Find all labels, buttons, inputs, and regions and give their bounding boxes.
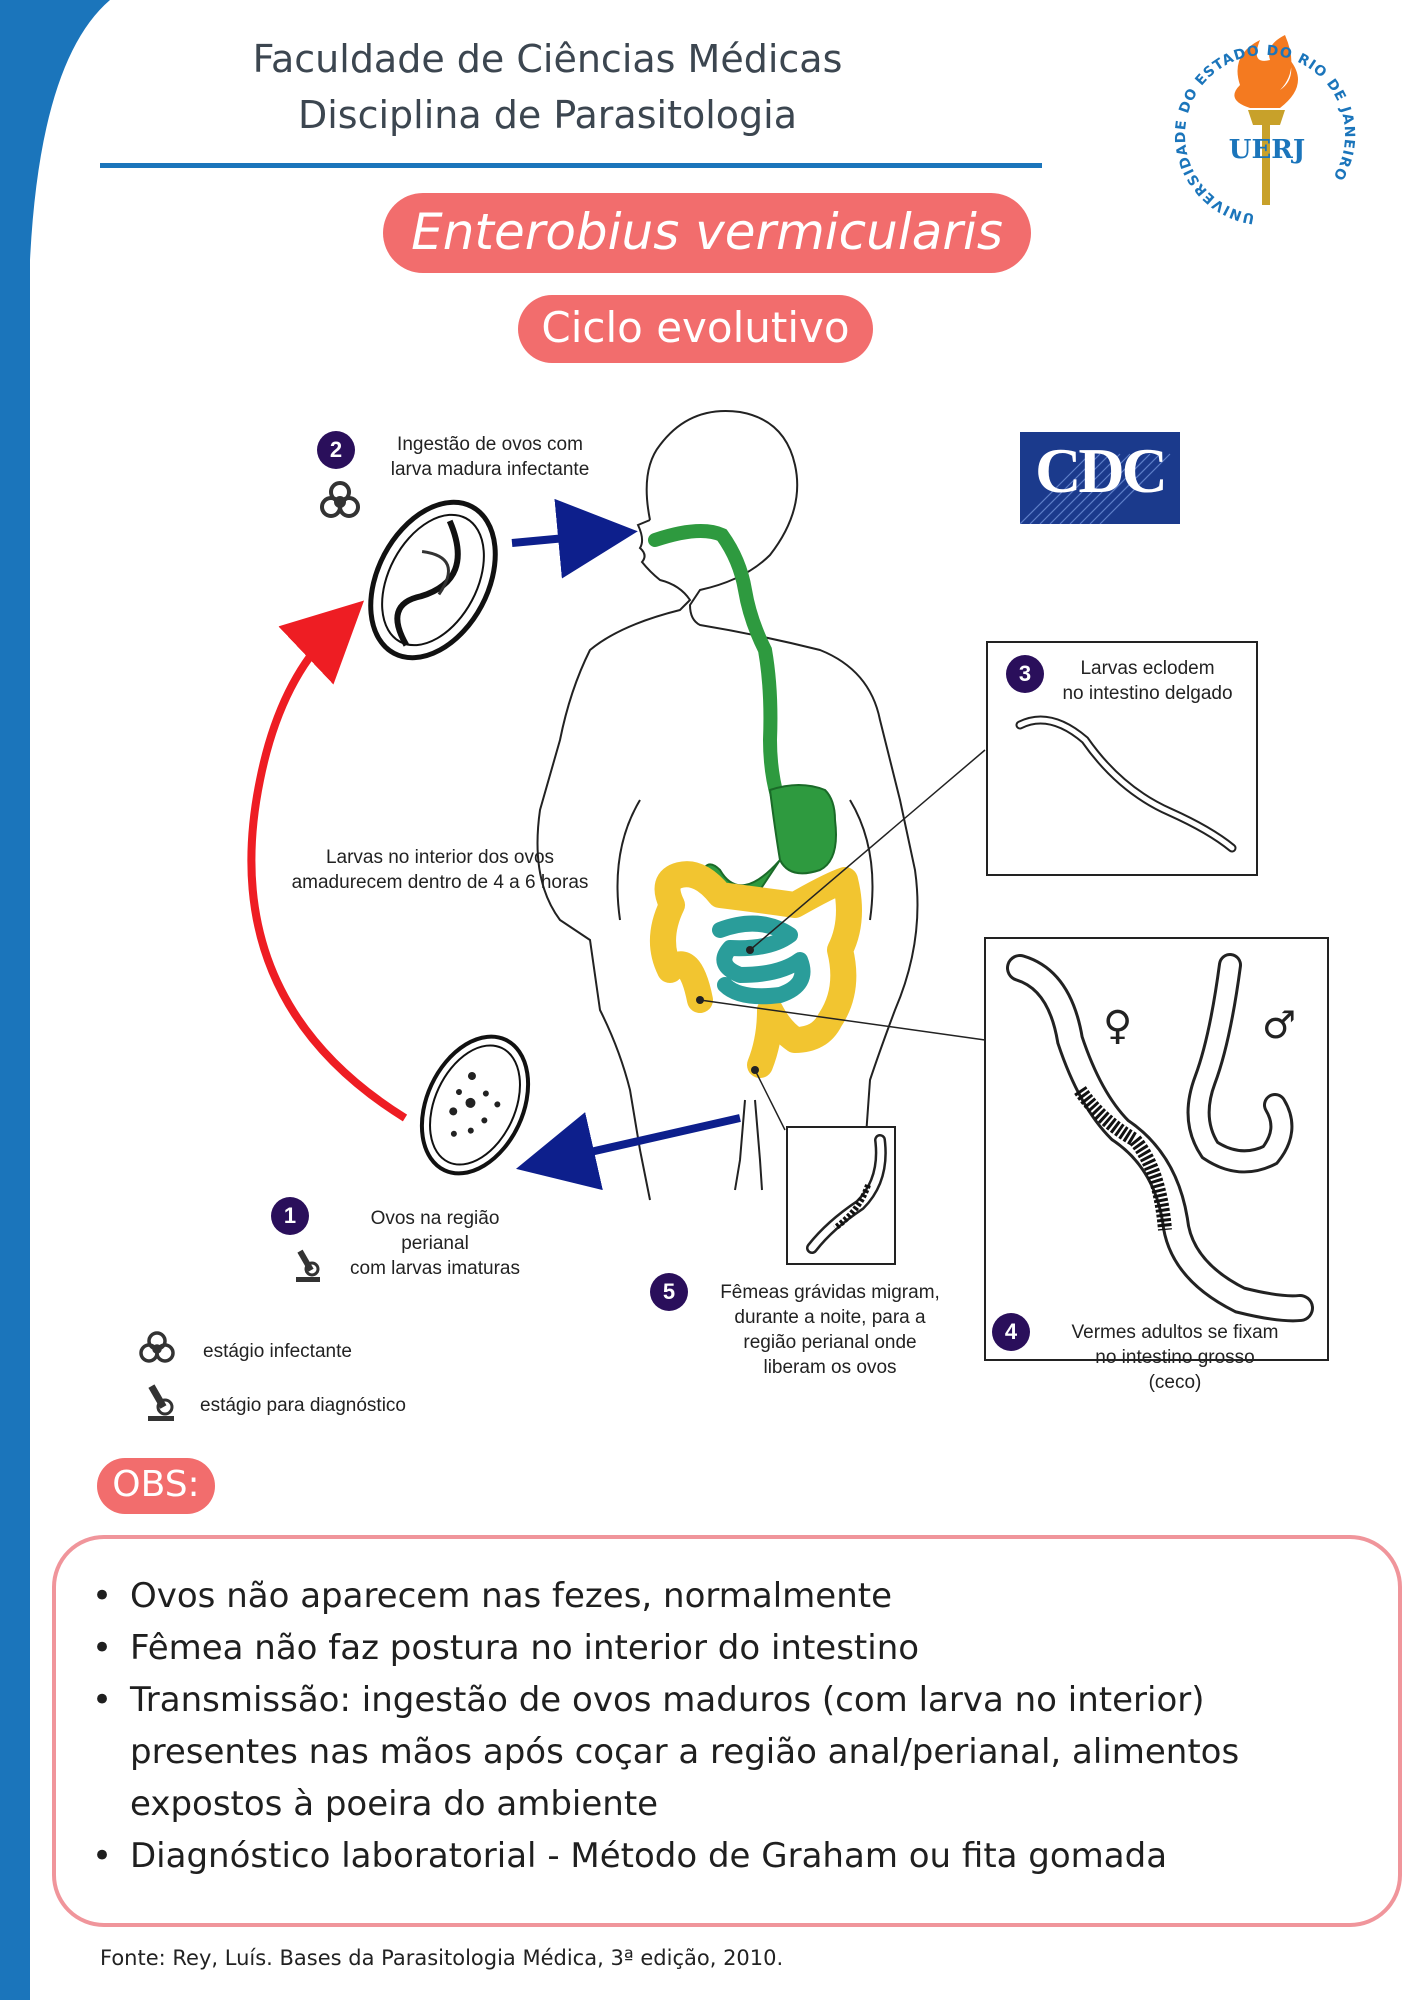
obs-label: OBS:: [97, 1458, 215, 1514]
torch-icon: [1234, 35, 1298, 205]
lifecycle-diagram: [247, 410, 1329, 1361]
microscope-icon: [296, 1249, 320, 1282]
list-item: Ovos não aparecem nas fezes, normalmente: [82, 1570, 1392, 1622]
step-4-badge: 4: [992, 1313, 1030, 1351]
step-2-badge: 2: [317, 431, 355, 469]
legend-microscope-icon: [140, 1380, 180, 1424]
step-3-badge: 3: [1006, 655, 1044, 693]
legend-biohazard-icon: [137, 1327, 177, 1367]
uerj-logo: UERJ UNIVERSIDADE DO ESTADO DO RIO DE JA…: [1173, 35, 1356, 226]
species-title: Enterobius vermicularis: [383, 193, 1031, 273]
left-blue-band: [0, 0, 110, 2000]
immature-egg: [419, 1034, 531, 1176]
arrow-eggs-released: [515, 1112, 741, 1191]
small-intestine: [712, 915, 811, 1005]
list-item: Diagnóstico laboratorial - Método de Gra…: [82, 1830, 1392, 1882]
large-intestine: [649, 861, 862, 1078]
esophagus: [648, 524, 797, 837]
list-item: Fêmea não faz postura no interior do int…: [82, 1622, 1392, 1674]
discipline-name: Disciplina de Parasitologia: [297, 93, 797, 137]
human-body-outline: [536, 410, 919, 1201]
uerj-abbr: UERJ: [1229, 135, 1305, 165]
male-symbol: ♂: [1262, 1003, 1297, 1047]
legend-infective-label: estágio infectante: [203, 1341, 352, 1362]
arrow-ingestion: [511, 498, 638, 579]
mature-egg: [368, 499, 498, 661]
female-symbol: ♀: [1103, 1003, 1133, 1049]
obs-box: [52, 1535, 1402, 1927]
source-citation: Fonte: Rey, Luís. Bases da Parasitologia…: [100, 1946, 784, 1970]
biohazard-icon: [320, 481, 360, 518]
obs-list: Ovos não aparecem nas fezes, normalmente…: [82, 1570, 1392, 1882]
faculty-name: Faculdade de Ciências Médicas: [252, 37, 843, 81]
step-1-badge: 1: [271, 1197, 309, 1235]
header-divider: [100, 163, 1042, 168]
cdc-logo: CDC: [1020, 432, 1180, 524]
legend-diagnostic-label: estágio para diagnóstico: [200, 1395, 406, 1416]
cycle-subtitle: Ciclo evolutivo: [518, 295, 873, 363]
list-item: Transmissão: ingestão de ovos maduros (c…: [82, 1674, 1392, 1830]
arrow-maturation: [247, 600, 408, 1122]
step-5-label: Fêmeas grávidas migram,durante a noite, …: [720, 1282, 940, 1378]
step-5-badge: 5: [650, 1273, 688, 1311]
